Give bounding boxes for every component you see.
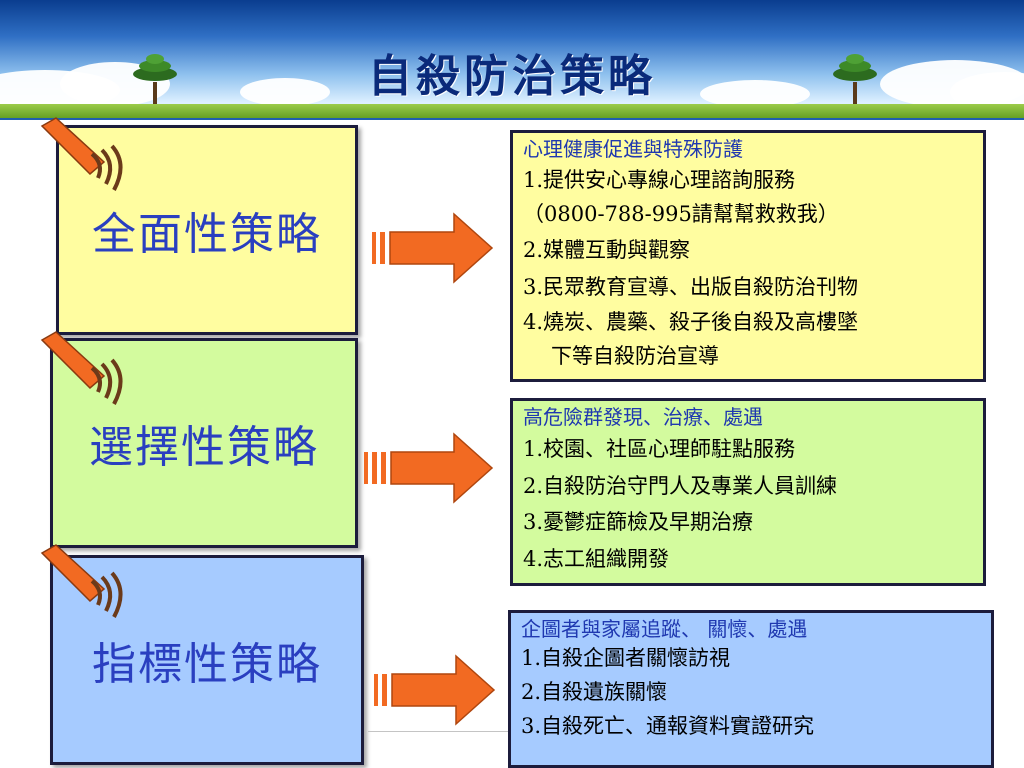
detail-heading: 心理健康促進與特殊防護: [523, 137, 743, 161]
list-item: 下等自殺防治宣導: [551, 344, 719, 368]
strategy-label: 全面性策略: [92, 209, 322, 260]
list-item: 3.憂鬱症篩檢及早期治療: [523, 510, 754, 534]
strategy-label: 選擇性策略: [89, 422, 319, 473]
megaphone-icon: [40, 117, 123, 191]
megaphone-icon: [40, 331, 123, 405]
detail-box-indicated: 企圖者與家屬追蹤、 關懷、處遇 1.自殺企圖者關懷訪視 2.自殺遺族關懷 3.自…: [508, 610, 994, 768]
list-item: （0800-788-995請幫幫救救我）: [523, 202, 839, 226]
list-item: 2.自殺防治守門人及專業人員訓練: [523, 473, 838, 498]
strategy-box-universal: 全面性策略: [56, 125, 358, 335]
tree-icon: [833, 54, 877, 110]
detail-box-selective: 高危險群發現、治療、處遇 1.校園、社區心理師駐點服務 2.自殺防治守門人及專業…: [510, 398, 986, 586]
detail-heading: 高危險群發現、治療、處遇: [523, 405, 763, 429]
list-item: 3.民眾教育宣導、出版自殺防治刊物: [523, 275, 859, 299]
header-divider: [0, 118, 1024, 120]
page-title: 自殺防治策略: [368, 51, 656, 102]
right-arrow-icon: [374, 654, 496, 726]
strategy-label: 指標性策略: [92, 639, 322, 690]
list-item: 1.校園、社區心理師駐點服務: [523, 437, 796, 461]
megaphone-icon: [40, 544, 123, 618]
list-item: 2.媒體互動與觀察: [523, 238, 691, 262]
list-item: 1.自殺企圖者關懷訪視: [521, 646, 731, 670]
list-item: 3.自殺死亡、通報資料實證研究: [521, 714, 815, 738]
list-item: 4.志工組織開發: [523, 546, 670, 571]
header-banner: [0, 0, 1024, 120]
right-arrow-icon: [372, 212, 494, 284]
list-item: 2.自殺遺族關懷: [521, 680, 668, 704]
tree-icon: [133, 54, 177, 110]
grass-strip: [0, 104, 1024, 120]
list-item: 1.提供安心專線心理諮詢服務: [523, 168, 796, 192]
detail-heading: 企圖者與家屬追蹤、 關懷、處遇: [521, 617, 808, 641]
right-arrow-icon: [364, 432, 494, 504]
detail-box-universal: 心理健康促進與特殊防護 1.提供安心專線心理諮詢服務 （0800-788-995…: [510, 130, 986, 382]
list-item: 4.燒炭、農藥、殺子後自殺及高樓墜: [523, 310, 859, 334]
connector-line: [368, 731, 510, 732]
